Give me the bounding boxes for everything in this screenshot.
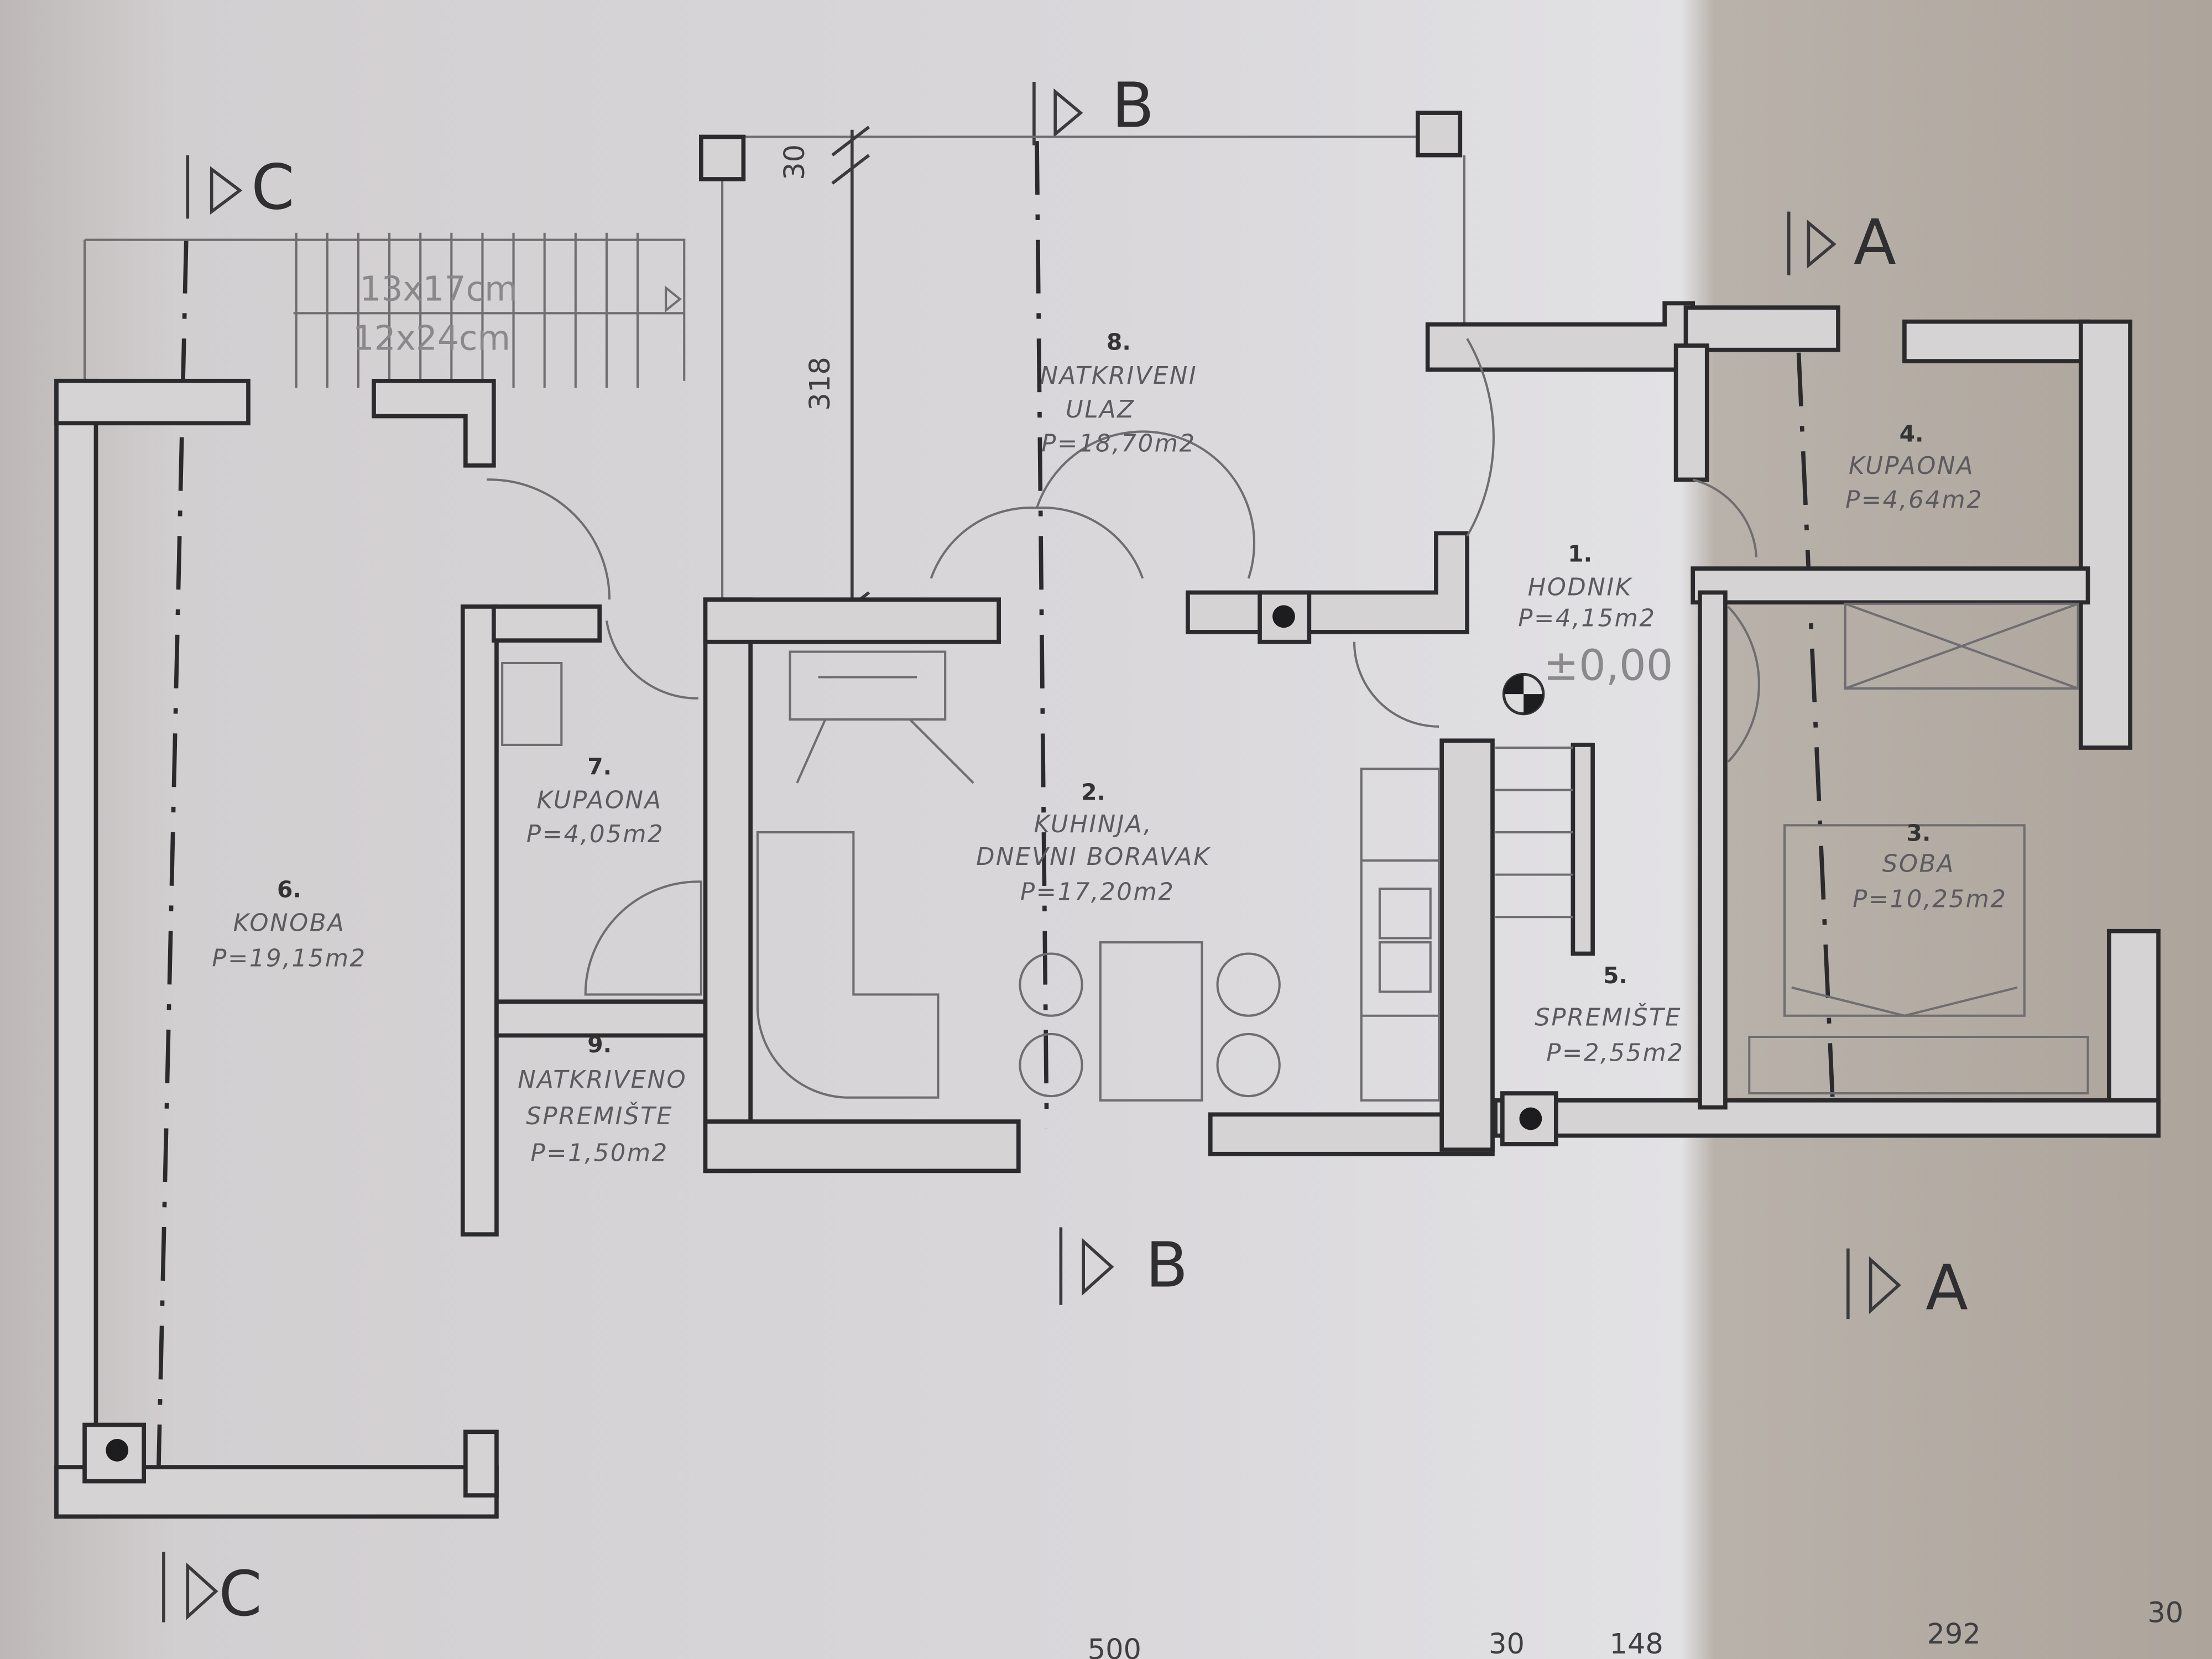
room-number: 6. <box>277 876 301 902</box>
room-area: P=1,50m2 <box>531 1139 669 1167</box>
section-label-b-bottom: B <box>1145 1230 1188 1302</box>
room-number: 1. <box>1568 540 1592 567</box>
level-mark: ±0,00 <box>1502 641 1673 716</box>
room-label-9: 9. NATKRIVENO SPREMIŠTE P=1,50m2 <box>518 1031 687 1167</box>
room-number: 7. <box>587 754 612 780</box>
dim-label: 500 <box>1088 1634 1141 1659</box>
room-number: 9. <box>587 1031 612 1058</box>
room-area: P=4,64m2 <box>1845 486 1983 514</box>
room-label-7: 7. KUPAONA P=4,05m2 <box>526 754 664 848</box>
section-label-a-bottom: A <box>1926 1252 1968 1324</box>
room-area: P=4,05m2 <box>526 821 664 848</box>
room-name: KONOBA <box>233 910 346 937</box>
room-name: KUPAONA <box>537 787 662 815</box>
room-name: NATKRIVENO <box>518 1066 687 1094</box>
room-name-line2: DNEVNI BORAVAK <box>976 843 1211 871</box>
section-label-c-bottom: C <box>218 1558 262 1630</box>
room-label-2: 2. KUHINJA, DNEVNI BORAVAK P=17,20m2 <box>976 779 1211 906</box>
walls <box>54 301 2161 1519</box>
section-label-c-top: C <box>251 152 294 224</box>
room-label-5: 5. SPREMIŠTE P=2,55m2 <box>1535 962 1684 1067</box>
stair-tread-label: 12x24cm <box>353 319 510 358</box>
section-label-b-top: B <box>1112 70 1154 142</box>
room-name-line2: ULAZ <box>1066 396 1135 424</box>
room-number: 3. <box>1906 820 1931 846</box>
room-name: HODNIK <box>1528 574 1633 602</box>
stairs <box>293 232 685 388</box>
section-label-a-top: A <box>1854 207 1896 279</box>
room-name: NATKRIVENI <box>1040 362 1198 390</box>
dim-top-offset: 30 <box>779 144 811 180</box>
room-area: P=10,25m2 <box>1853 885 2007 913</box>
room-label-3: 3. SOBA P=10,25m2 <box>1853 820 2007 913</box>
section-axes <box>155 141 1837 1496</box>
columns <box>82 111 1558 1484</box>
room-area: P=17,20m2 <box>1020 879 1175 906</box>
porch-outline: 13x17cm 12x24cm 30 318 <box>84 126 1465 622</box>
room-label-6: 6. KONOBA P=19,15m2 <box>212 876 366 972</box>
dim-porch-depth: 318 <box>804 357 837 410</box>
room-area: P=18,70m2 <box>1041 430 1196 457</box>
room-name: KUPAONA <box>1849 452 1974 480</box>
room-number: 4. <box>1900 420 1924 447</box>
dim-label: 148 <box>1609 1628 1663 1659</box>
room-label-1: 1. HODNIK P=4,15m2 <box>1518 540 1656 633</box>
room-area: P=4,15m2 <box>1518 605 1656 633</box>
room-label-8: 8. NATKRIVENI ULAZ P=18,70m2 <box>1040 329 1198 458</box>
room-label-4: 4. KUPAONA P=4,64m2 <box>1845 420 1983 514</box>
doors-and-furniture <box>487 338 2089 1102</box>
dim-label: 30 <box>2147 1597 2183 1630</box>
dim-label: 30 <box>1489 1628 1525 1659</box>
room-number: 5. <box>1603 962 1627 989</box>
level-mark-label: ±0,00 <box>1543 641 1673 691</box>
stair-riser-label: 13x17cm <box>360 269 518 309</box>
room-name: SOBA <box>1882 851 1955 878</box>
section-markers: C C B B A A <box>162 70 1968 1630</box>
room-area: P=2,55m2 <box>1546 1039 1684 1067</box>
room-name: SPREMIŠTE <box>1535 1004 1682 1032</box>
room-name-line2: SPREMIŠTE <box>526 1102 673 1130</box>
dim-label: 292 <box>1927 1618 1980 1651</box>
room-number: 2. <box>1081 779 1105 805</box>
bottom-dimensions: 500 30 148 292 30 <box>1088 1597 2184 1659</box>
room-number: 8. <box>1107 329 1131 356</box>
room-area: P=19,15m2 <box>212 945 366 972</box>
room-name: KUHINJA, <box>1034 811 1153 838</box>
